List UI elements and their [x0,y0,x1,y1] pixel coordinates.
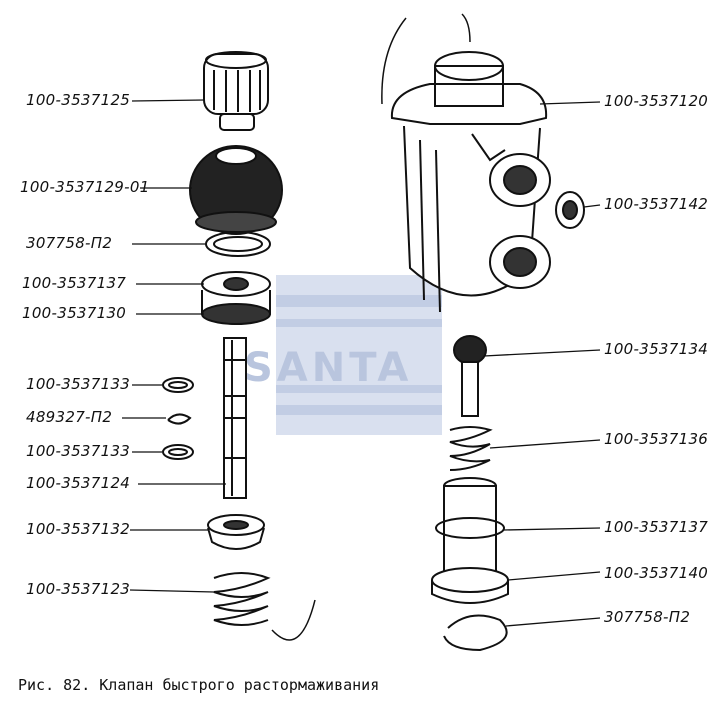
watermark-text: SANTA [244,345,413,391]
o-ring-upper-icon [162,377,194,393]
figure-caption: Рис. 82. Клапан быстрого растормаживания [18,676,380,694]
label-seat-left: 100-3537137 [22,274,127,292]
retaining-ring-right-icon [443,614,508,652]
label-body: 100-3537120 [604,92,709,110]
label-pin: 100-3537134 [604,340,709,358]
leader-lines [122,99,601,627]
ball-part-icon [189,145,283,235]
label-washer: 100-3537132 [26,520,131,538]
label-ball: 100-3537129-01 [20,178,150,196]
retaining-ring-left-icon [205,231,271,257]
label-spring-left: 100-3537123 [26,580,131,598]
o-ring-lower-icon [162,444,194,460]
label-spring-right: 100-3537136 [604,430,709,448]
label-o-ring-lower: 100-3537133 [26,442,131,460]
cup-washer-icon [207,514,265,550]
watermark-logo [276,275,442,435]
label-ring-right: 307758-П2 [604,608,691,626]
label-stem: 100-3537124 [26,474,131,492]
spring-left-icon [213,572,271,626]
spring-right-icon [449,426,493,471]
stem-part-icon [223,337,247,499]
label-o-ring-upper: 100-3537133 [26,375,131,393]
valve-seat-left-icon [201,271,271,325]
label-sleeve: 100-3537137 [604,518,709,536]
label-cap: 100-3537125 [26,91,131,109]
pin-part-icon [453,335,487,417]
label-ring-left: 307758-П2 [26,234,113,252]
label-sleeve-ring: 100-3537140 [604,564,709,582]
label-circlip: 489327-П2 [26,408,113,426]
valve-body-icon [390,51,551,313]
plug-part-icon [555,191,585,229]
label-plug: 100-3537142 [604,195,709,213]
cap-part-icon [203,51,269,131]
circlip-small-icon [167,413,192,425]
sleeve-part-icon [431,477,509,604]
label-valve-left: 100-3537130 [22,304,127,322]
